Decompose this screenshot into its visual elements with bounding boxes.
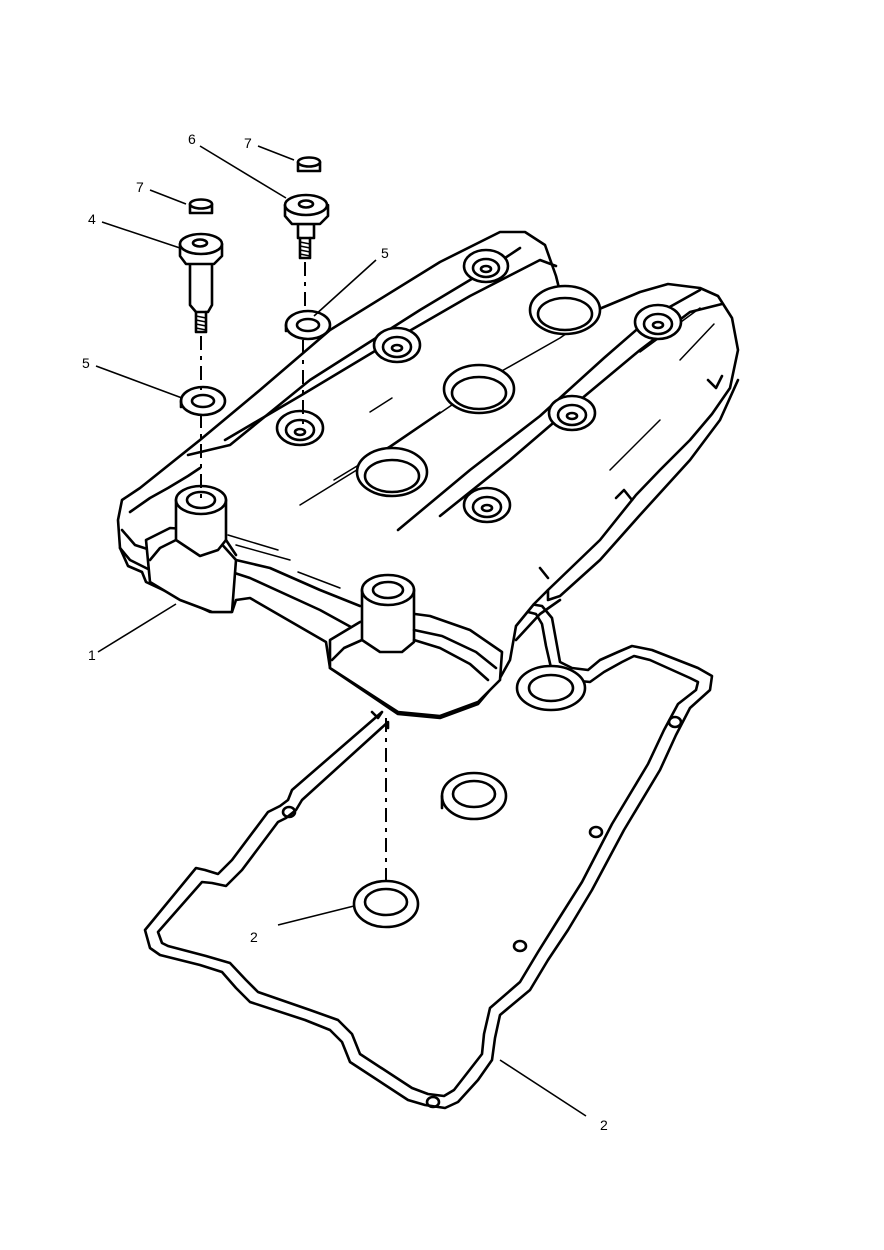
bolt-boss-1 bbox=[462, 248, 510, 284]
callout-4: 4 bbox=[88, 211, 96, 227]
plug-hole-seal-upper bbox=[440, 771, 508, 821]
callouts: 1 2 2 4 5 5 6 7 7 bbox=[82, 131, 608, 1133]
cover-bolt-long bbox=[178, 232, 224, 334]
alignment-lines bbox=[200, 262, 387, 885]
callout-7-left: 7 bbox=[136, 179, 144, 195]
bolt-boss-2 bbox=[372, 326, 422, 364]
cover-bolt-short bbox=[283, 193, 330, 260]
bolt-boss-4 bbox=[633, 303, 683, 341]
bolt-cap-right bbox=[296, 156, 322, 173]
cover-gasket bbox=[143, 602, 714, 1110]
callout-1: 1 bbox=[88, 647, 96, 663]
callout-5-right: 5 bbox=[381, 245, 389, 261]
leader-line-4 bbox=[101, 221, 181, 249]
leader-line-1 bbox=[97, 603, 177, 653]
callout-2-seal: 2 bbox=[250, 929, 258, 945]
leader-line-5b bbox=[313, 259, 377, 317]
leader-line-5a bbox=[95, 365, 183, 399]
callout-5-left: 5 bbox=[82, 355, 90, 371]
callout-7-right: 7 bbox=[244, 135, 252, 151]
sealing-washer-right bbox=[284, 309, 332, 341]
bolt-cap-left bbox=[188, 198, 214, 215]
callout-2-gasket: 2 bbox=[600, 1117, 608, 1133]
sealing-washer-left bbox=[179, 385, 227, 417]
callout-6: 6 bbox=[188, 131, 196, 147]
leader-line-6 bbox=[199, 145, 287, 199]
leader-line-7b bbox=[257, 145, 295, 161]
leader-line-2a bbox=[277, 905, 355, 926]
plug-hole-seal-lower bbox=[352, 879, 420, 929]
spark-plug-hole-2 bbox=[442, 363, 516, 415]
bolt-boss-5 bbox=[547, 394, 597, 432]
bolt-boss-3 bbox=[275, 409, 325, 447]
leader-line-7a bbox=[149, 189, 187, 205]
leader-line-2b bbox=[499, 1059, 587, 1117]
spark-plug-hole-3 bbox=[355, 446, 429, 498]
bolt-boss-6 bbox=[462, 486, 512, 524]
spark-plug-hole-1 bbox=[528, 284, 602, 336]
